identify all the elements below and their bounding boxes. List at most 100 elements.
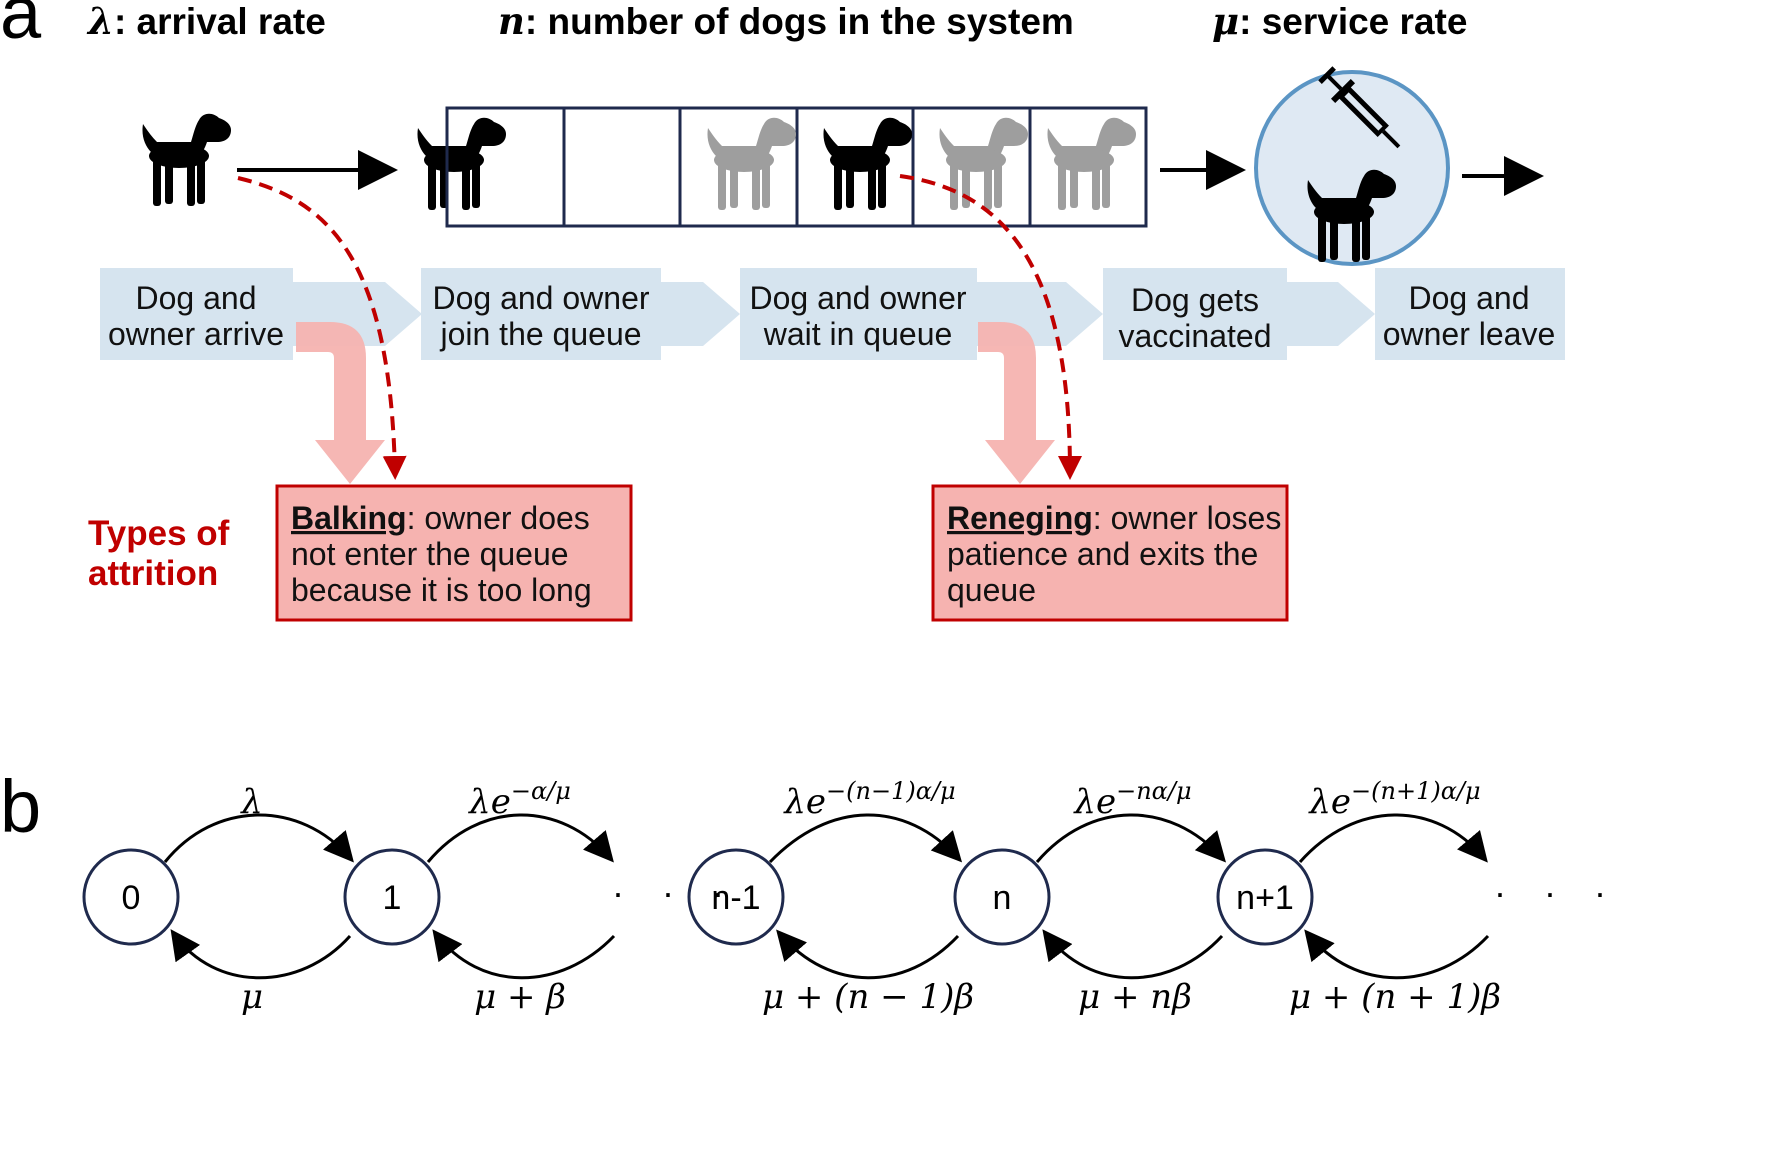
backward-rate-label: μ [241, 977, 263, 1017]
state-node [953, 848, 1051, 946]
step-box-arrive [100, 268, 293, 360]
backward-rate-label: μ + nβ [1078, 977, 1192, 1017]
step-label: owner leave [1383, 316, 1556, 352]
rate-exponent: −(n−1)α/μ [826, 777, 956, 805]
service-rate-symbol: μ [1212, 0, 1239, 43]
arriving-dog-icon [142, 113, 231, 206]
forward-rate-label: λ [239, 782, 263, 822]
arrival-rate-text: : arrival rate [114, 1, 326, 42]
rate-base: λe [782, 782, 826, 822]
balking-line: because it is too long [291, 572, 592, 608]
backward-arc [170, 929, 352, 980]
service-rate-text: : service rate [1239, 1, 1467, 42]
step-connector-arrow [1286, 282, 1375, 346]
state-node [1216, 848, 1314, 946]
step-label: Dog gets [1131, 282, 1259, 318]
balking-line: not enter the queue [291, 536, 569, 572]
state-chain: 0 1 n-1 n n+1 [82, 848, 1314, 946]
step-label: Dog and owner [749, 280, 966, 316]
panel-b-label: b [0, 765, 41, 848]
balking-dashed-arrow [237, 176, 407, 480]
forward-rate-label: λe−(n+1)α/μ [1307, 777, 1480, 822]
reneging-text: : owner loses [1093, 500, 1282, 536]
queue-slots [445, 106, 1148, 228]
waiting-dog-icon [823, 117, 912, 210]
reneging-flow-arrow [978, 322, 1055, 484]
arrival-rate-symbol: λ [86, 0, 114, 43]
state-label: 1 [383, 879, 402, 917]
rate-exponent: −α/μ [511, 777, 571, 805]
system-size-text: : number of dogs in the system [525, 1, 1074, 42]
system-size-header: n: number of dogs in the system [498, 0, 1074, 43]
balking-flow-arrow [296, 322, 385, 484]
forward-arc [1035, 813, 1227, 863]
rate-exponent: −(n+1)α/μ [1351, 777, 1481, 805]
waiting-dog-icon [1047, 117, 1136, 210]
reneging-line: patience and exits the [947, 536, 1258, 572]
state-node [82, 848, 180, 946]
balking-box [275, 484, 633, 622]
panel-a-label: a [0, 0, 42, 54]
rate-base: λe [467, 782, 511, 822]
step-label: owner arrive [108, 316, 284, 352]
forward-arc [163, 813, 354, 863]
backward-rate-label: μ + β [474, 977, 566, 1017]
rate-base: λ [239, 782, 263, 822]
service-rate-header: μ: service rate [1212, 0, 1467, 43]
forward-arc [768, 813, 963, 864]
forward-rate-label: λe−α/μ [467, 777, 571, 822]
waiting-dog-icon [707, 117, 796, 210]
backward-arc [776, 929, 960, 980]
step-label: vaccinated [1119, 318, 1272, 354]
ellipsis: · · · [612, 872, 738, 913]
backward-transitions [170, 929, 1490, 980]
arrival-rate-header: λ: arrival rate [86, 0, 326, 43]
backward-arc [1042, 929, 1224, 980]
balking-line: Balking: owner does [291, 500, 590, 536]
step-box-join [421, 268, 661, 360]
state-node [343, 848, 441, 946]
attrition-label: attrition [88, 554, 218, 593]
state-label: n+1 [1236, 879, 1294, 917]
waiting-dog-icon [939, 117, 1028, 210]
step-box-vaccinated [1103, 268, 1287, 360]
step-connector-arrow [660, 282, 740, 346]
ellipsis: · · · [1494, 872, 1620, 913]
reneging-term: Reneging [947, 500, 1093, 536]
backward-arc [1304, 929, 1490, 980]
forward-arc [426, 813, 614, 863]
step-label: Dog and [1409, 280, 1530, 316]
backward-arc [432, 929, 616, 980]
state-label: n-1 [711, 879, 760, 917]
reneging-box [931, 484, 1289, 622]
state-label: n [993, 879, 1012, 917]
step-label: join the queue [439, 316, 641, 352]
reneging-line: Reneging: owner loses [947, 500, 1281, 536]
joining-dog-icon [417, 117, 506, 210]
syringe-icon [1318, 66, 1401, 149]
system-size-symbol: n [498, 0, 525, 43]
step-box-wait [740, 268, 977, 360]
service-station [1254, 70, 1450, 266]
forward-transitions [163, 813, 1488, 864]
forward-arc [1298, 813, 1488, 863]
state-node [687, 848, 785, 946]
forward-rate-label: λe−nα/μ [1072, 777, 1191, 822]
attrition-label: Types of [88, 514, 230, 553]
step-box-leave [1375, 268, 1565, 360]
state-label: 0 [122, 879, 141, 917]
balking-text: : owner does [407, 500, 590, 536]
rate-exponent: −nα/μ [1116, 777, 1191, 805]
step-label: Dog and owner [432, 280, 649, 316]
balking-term: Balking [291, 500, 407, 536]
reneging-dashed-arrow [899, 174, 1082, 480]
rate-base: λe [1307, 782, 1351, 822]
step-label: wait in queue [763, 316, 953, 352]
backward-rate-label: μ + (n − 1)β [762, 977, 974, 1017]
rate-base: λe [1072, 782, 1116, 822]
forward-rate-label: λe−(n−1)α/μ [782, 777, 955, 822]
step-label: Dog and [136, 280, 257, 316]
reneging-line: queue [947, 572, 1036, 608]
backward-rate-label: μ + (n + 1)β [1289, 977, 1501, 1017]
